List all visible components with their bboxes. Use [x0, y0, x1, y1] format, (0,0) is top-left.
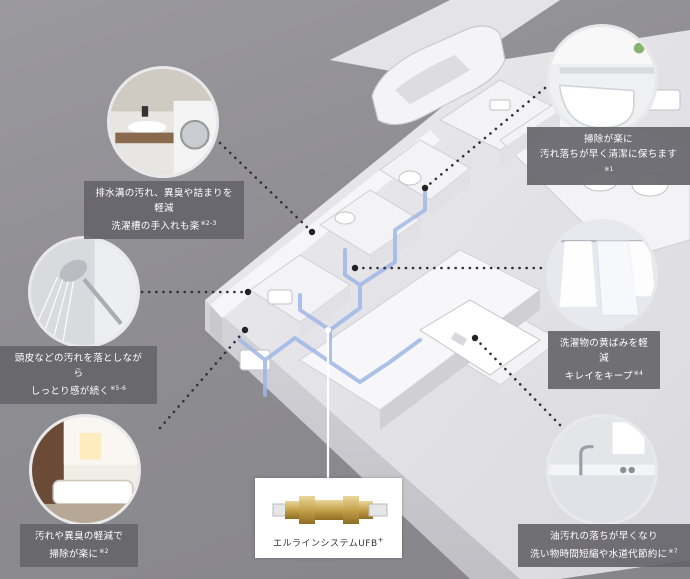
toilet-photo-icon [549, 27, 655, 133]
caption-shower-note: ※5-6 [110, 385, 127, 392]
water-pipe-network [238, 188, 427, 397]
thumb-shower [28, 236, 140, 348]
leader-lines [133, 86, 562, 430]
basin-fixture [334, 211, 356, 225]
caption-kitchen-line2: 洗い物時間短縮や水道代節約に※7 [528, 544, 680, 562]
product-name: エルラインシステムUFB+ [255, 536, 402, 549]
kitchen-photo-icon [549, 417, 655, 523]
washroom-photo-icon [110, 69, 216, 175]
thumb-washroom [107, 66, 219, 178]
shower-photo-icon [31, 239, 137, 345]
caption-toilet-line2-text: 汚れ落ちが早く清潔に保ちます [539, 149, 678, 160]
thumb-laundry [546, 219, 658, 331]
caption-laundry-drain-line1: 排水溝の汚れ、異臭や詰まりを軽減 [95, 188, 233, 214]
thumb-kitchen [546, 414, 658, 526]
caption-shower-line2-text: しっとり感が続く [30, 386, 110, 398]
ufb-device-icon [272, 496, 388, 524]
caption-clothes: 洗濯物の黄ばみを軽減 キレイをキープ※4 [548, 331, 660, 390]
thumb-toilet [546, 24, 658, 136]
laundry-photo-icon [549, 222, 655, 328]
caption-kitchen-line2-text: 洗い物時間短縮や水道代節約に [530, 549, 668, 561]
caption-laundry-drain-note: ※2-3 [200, 220, 217, 227]
caption-bath-line2-text: 掃除が楽に [49, 549, 99, 561]
caption-kitchen: 油汚れの落ちが早くなり 洗い物時間短縮や水道代節約に※7 [518, 524, 690, 568]
caption-clothes-line2: キレイをキープ※4 [558, 366, 650, 384]
caption-bath-line2: 掃除が楽に※2 [30, 544, 128, 562]
caption-clothes-line1: 洗濯物の黄ばみを軽減 [559, 338, 649, 364]
caption-laundry-drain-line2-text: 洗濯槽の手入れも楽 [111, 221, 200, 233]
washer-fixture [267, 289, 293, 305]
toilet-fixture [398, 170, 422, 186]
car-icon [371, 25, 506, 126]
caption-toilet-note: ※1 [604, 166, 614, 173]
caption-clothes-note: ※4 [633, 370, 644, 377]
bathroom-photo-icon [32, 417, 138, 523]
caption-bath: 汚れや異臭の軽減で 掃除が楽に※2 [20, 524, 138, 568]
caption-laundry-drain: 排水溝の汚れ、異臭や詰まりを軽減 洗濯槽の手入れも楽※2-3 [84, 181, 244, 240]
product-box: エルラインシステムUFB+ [255, 478, 402, 558]
caption-toilet-line2: 汚れ落ちが早く清潔に保ちます ※1 [537, 147, 680, 180]
caption-kitchen-line1: 油汚れの落ちが早くなり [550, 531, 658, 542]
caption-shower-line2: しっとり感が続く※5-6 [10, 381, 147, 399]
product-mark: + [377, 536, 385, 544]
caption-toilet-line1: 掃除が楽に [583, 134, 633, 145]
caption-toilet: 掃除が楽に 汚れ落ちが早く清潔に保ちます ※1 [527, 127, 690, 186]
caption-laundry-drain-line2: 洗濯槽の手入れも楽※2-3 [94, 216, 234, 234]
thumb-bathroom [29, 414, 141, 526]
caption-bath-line1: 汚れや異臭の軽減で [34, 531, 124, 542]
caption-kitchen-note: ※7 [668, 548, 678, 555]
caption-shower-line1: 頭皮などの汚れを落としながら [14, 353, 143, 379]
kitchen-counter [419, 299, 541, 376]
caption-clothes-line2-text: キレイをキープ [564, 371, 633, 383]
caption-bath-note: ※2 [99, 548, 109, 555]
caption-shower: 頭皮などの汚れを落としながら しっとり感が続く※5-6 [0, 346, 157, 405]
product-name-text: エルラインシステムUFB [272, 539, 378, 549]
